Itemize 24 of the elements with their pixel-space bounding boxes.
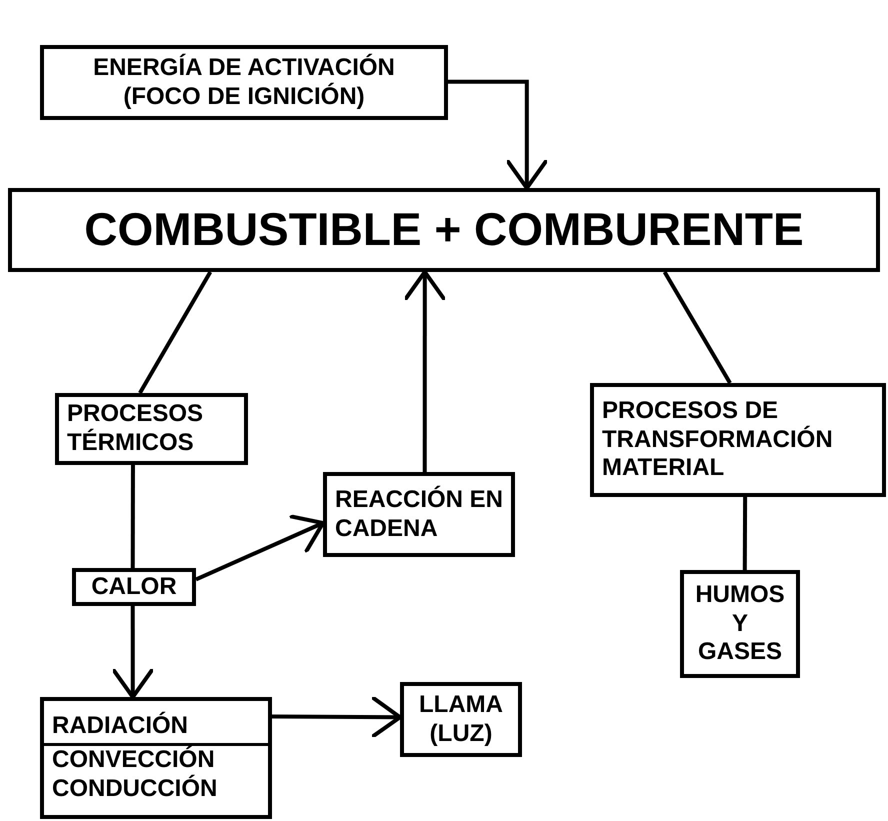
box-label: PROCESOS DE TRANSFORMACIÓN MATERIAL bbox=[602, 396, 834, 484]
arrow bbox=[110, 606, 155, 699]
concept-box bbox=[400, 682, 522, 757]
concept-box bbox=[40, 45, 448, 120]
box-label: CONVECCIÓN CONDUCCIÓN bbox=[52, 746, 218, 804]
box-label: ENERGÍA DE ACTIVACIÓN (FOCO DE IGNICIÓN) bbox=[92, 54, 396, 112]
concept-box bbox=[8, 188, 880, 272]
box-label: PROCESOS TÉRMICOS bbox=[67, 400, 204, 458]
concept-box bbox=[55, 393, 248, 465]
concept-box bbox=[40, 697, 272, 819]
box-label: HUMOS Y GASES bbox=[694, 580, 786, 668]
concept-box bbox=[72, 568, 196, 606]
arrow bbox=[448, 80, 549, 190]
box-label: CALOR bbox=[91, 572, 177, 602]
arrow bbox=[272, 695, 402, 740]
arrow bbox=[195, 514, 325, 582]
concept-box bbox=[680, 570, 800, 678]
box-label: COMBUSTIBLE + COMBURENTE bbox=[84, 202, 804, 258]
box-label: REACCIÓN EN CADENA bbox=[335, 486, 503, 544]
concept-box bbox=[590, 383, 886, 497]
arrow bbox=[402, 270, 447, 472]
concept-box bbox=[323, 472, 515, 557]
box-label: RADIACIÓN bbox=[52, 712, 188, 742]
box-label: LLAMA (LUZ) bbox=[418, 690, 504, 748]
